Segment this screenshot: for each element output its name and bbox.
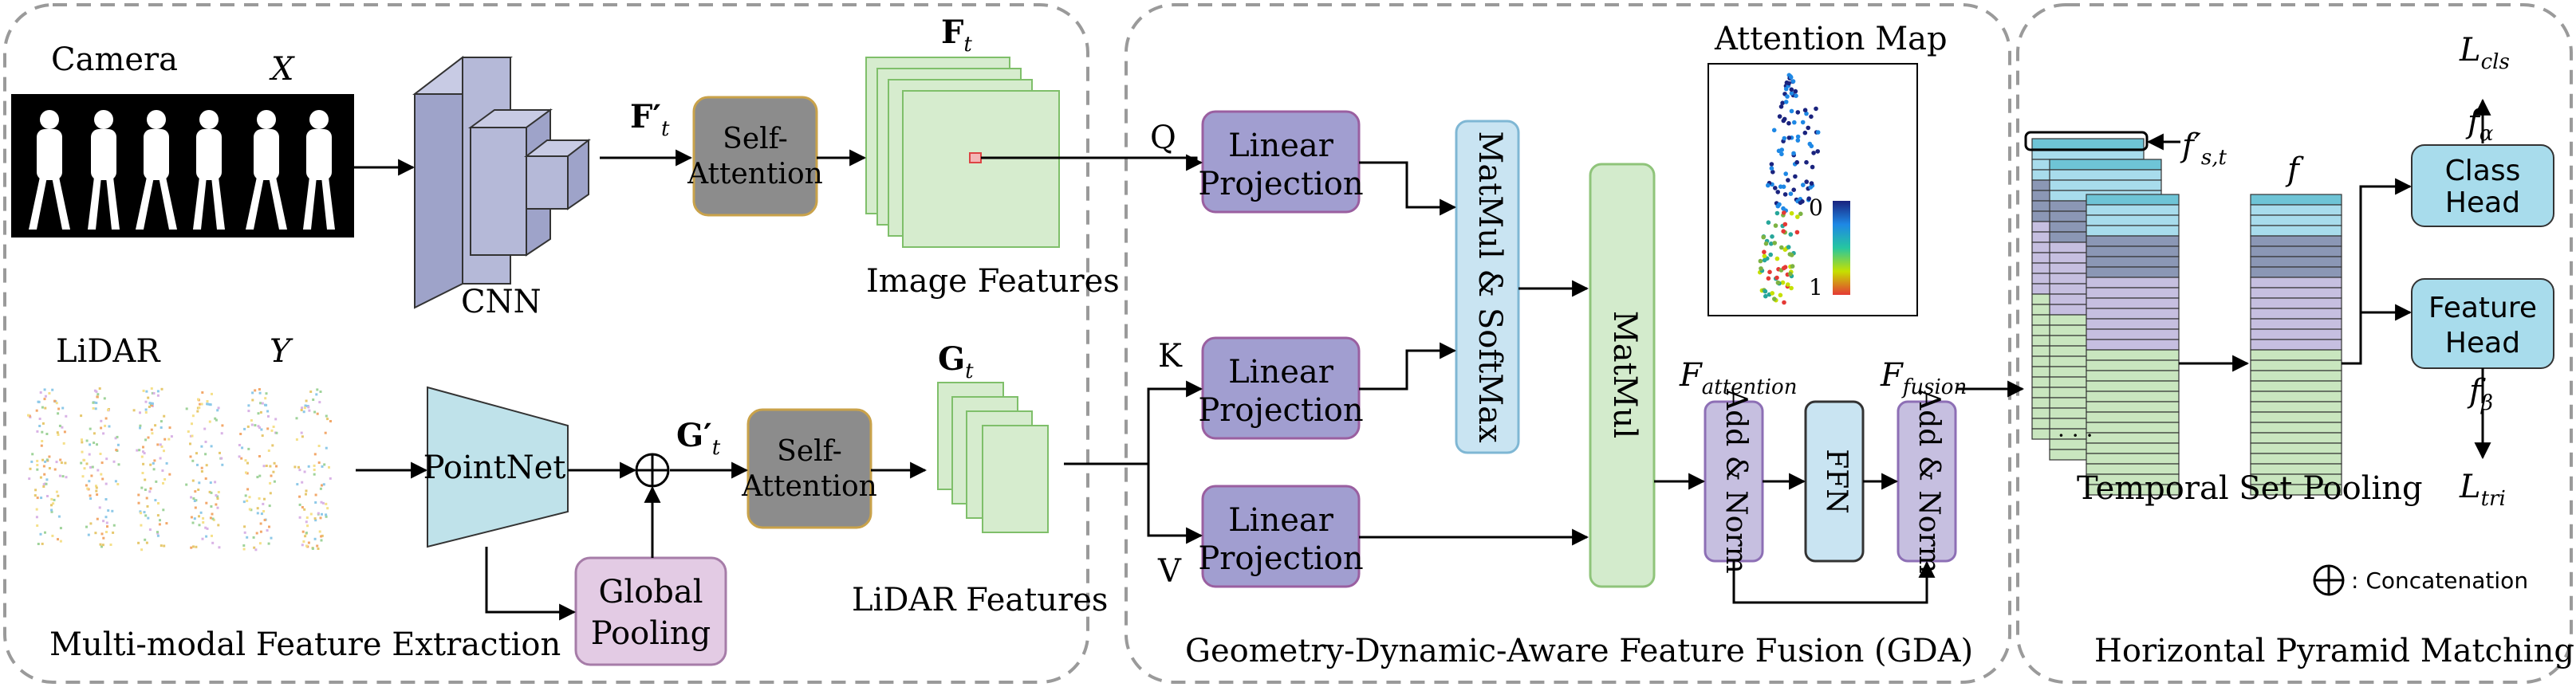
self-attention-image-box <box>692 96 818 217</box>
point-cloud-figure <box>27 388 68 545</box>
self-attention-image-line1: Self- <box>723 123 788 155</box>
pointnet-label: PointNet <box>423 449 566 486</box>
add-norm-1-label: Add & Norm <box>1719 388 1752 574</box>
camera-var: X <box>269 51 295 88</box>
pooled-feature-stack <box>2250 194 2342 496</box>
f-t-label: Ft <box>941 14 972 57</box>
f-beta-label: fβ <box>2467 373 2493 415</box>
g-t-label: Gt <box>938 340 974 383</box>
silhouette-figure <box>303 110 335 230</box>
point-cloud-figure <box>80 387 120 548</box>
global-pooling-line2: Pooling <box>591 615 711 652</box>
legend-concat-text: : Concatenation <box>2351 567 2528 594</box>
temporal-set-pooling-label: Temporal Set Pooling <box>2077 470 2423 507</box>
pointnet-block <box>427 386 569 548</box>
self-attention-lidar-line1: Self- <box>777 435 842 468</box>
silhouette-figure <box>88 110 120 230</box>
edges <box>354 98 2491 621</box>
linear-projection-k-line2: Projection <box>1198 392 1363 429</box>
self-attention-lidar-line2: Attention <box>741 470 877 503</box>
global-pooling-line1: Global <box>598 574 703 610</box>
self-attention-lidar-box <box>746 408 872 529</box>
f-st-label: f′s,t <box>2180 128 2227 170</box>
matching-section-title: Horizontal Pyramid Matching <box>2094 633 2574 669</box>
extraction-section-frame <box>3 3 1089 684</box>
camera-label: Camera <box>51 41 178 78</box>
f-prime-t-label: F′t <box>630 98 670 141</box>
point-cloud-figure <box>185 391 224 549</box>
linear-projection-v-line2: Projection <box>1198 540 1363 577</box>
class-head-line2: Head <box>2445 186 2520 219</box>
q-label: Q <box>1150 120 1176 156</box>
attention-scale-bottom: 1 <box>1809 274 1823 300</box>
point-cloud-figure <box>238 388 278 552</box>
f-attention-label: Fattention <box>1679 357 1797 399</box>
lidar-label: LiDAR <box>56 333 161 370</box>
lidar-point-cloud-images <box>27 387 332 552</box>
l-tri-label: Ltri <box>2459 469 2506 511</box>
class-head-line1: Class <box>2445 155 2521 187</box>
matmul-box <box>1589 163 1656 588</box>
v-label: V <box>1157 553 1182 590</box>
fusion-section-title: Geometry-Dynamic-Aware Feature Fusion (G… <box>1185 633 1973 669</box>
linear-projection-v-line1: Linear <box>1228 502 1334 539</box>
query-token-marker <box>969 152 982 163</box>
matching-section-frame <box>2016 3 2573 684</box>
attention-map-points <box>1758 73 1821 305</box>
feature-head-line2: Head <box>2445 327 2520 359</box>
ffn-label: FFN <box>1820 449 1853 513</box>
feature-head-line1: Feature <box>2428 292 2537 324</box>
lidar-var: Y <box>270 333 293 370</box>
image-feature-map-4 <box>902 90 1060 248</box>
silhouette-figure <box>136 110 177 230</box>
attention-scale-top: 0 <box>1809 194 1823 221</box>
self-attention-image-line2: Attention <box>687 158 823 190</box>
camera-silhouette-strip <box>11 94 354 238</box>
lidar-feature-map-4 <box>982 425 1049 533</box>
silhouette-figure <box>246 110 287 230</box>
temporal-feature-stack-3 <box>2086 194 2180 496</box>
f-pooled-label: f <box>2285 151 2304 188</box>
attention-map-frame <box>1707 63 1918 316</box>
cnn-label: CNN <box>461 284 542 320</box>
linear-projection-q-line1: Linear <box>1228 128 1334 164</box>
matmul-softmax-box <box>1455 120 1520 454</box>
image-features-label: Image Features <box>866 263 1120 300</box>
f-fusion-label: Ffusion <box>1880 357 1967 399</box>
fusion-section-frame <box>1125 3 2011 684</box>
attention-map-colorbar <box>1833 201 1850 295</box>
lidar-features-label: LiDAR Features <box>852 582 1108 618</box>
matmul-softmax-label: MatMul & SoftMax <box>1471 131 1508 443</box>
matmul-label: MatMul <box>1606 311 1643 438</box>
linear-projection-k-line1: Linear <box>1228 354 1334 391</box>
f-alpha-label: fα <box>2465 104 2494 146</box>
point-cloud-figure <box>132 387 173 552</box>
k-label: K <box>1158 338 1183 375</box>
g-prime-t-label: G′t <box>676 417 721 460</box>
point-cloud-figure <box>293 388 332 550</box>
silhouette-images <box>29 110 335 230</box>
cnn-block <box>412 55 591 309</box>
ellipsis: · · · <box>2058 422 2093 449</box>
add-norm-2-label: Add & Norm <box>1912 388 1945 574</box>
silhouette-figure <box>29 110 70 230</box>
attention-map-title: Attention Map <box>1714 21 1948 57</box>
extraction-section-title: Multi-modal Feature Extraction <box>49 626 561 663</box>
l-cls-label: Lcls <box>2459 32 2510 74</box>
linear-projection-q-line2: Projection <box>1198 166 1363 202</box>
silhouette-figure <box>193 110 225 230</box>
